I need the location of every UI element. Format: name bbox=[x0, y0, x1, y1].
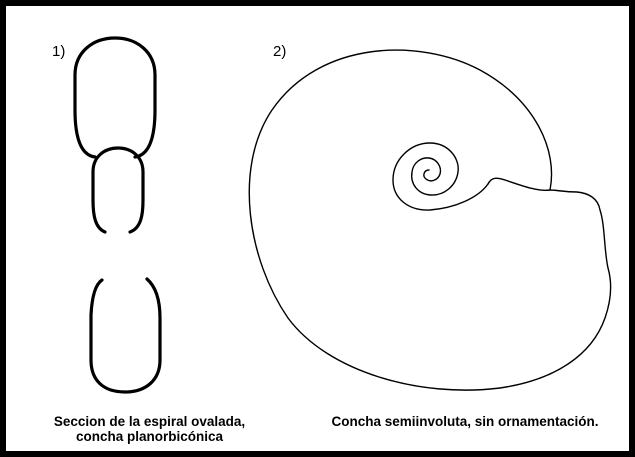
figure-1-caption: Seccion de la espiral ovalada, concha pl… bbox=[12, 414, 287, 444]
shell-drawings bbox=[73, 36, 612, 394]
aperture-line bbox=[487, 177, 551, 192]
figure-1-caption-line-2: concha planorbicónica bbox=[75, 429, 224, 444]
spiral-shell-drawing bbox=[248, 49, 612, 391]
figure-1-caption-line-1: Seccion de la espiral ovalada, bbox=[53, 414, 246, 429]
figure-2-caption: Concha semiinvoluta, sin ornamentación. bbox=[331, 414, 599, 429]
shell-outline bbox=[248, 49, 612, 391]
whorl-section-drawing bbox=[73, 36, 162, 394]
inner-whorl-spiral bbox=[392, 142, 489, 211]
figure-panel: 1) 2) Seccion de la espiral ovalada, bbox=[6, 6, 629, 451]
outer-whorl-section bbox=[73, 36, 157, 159]
lower-whorl-section bbox=[89, 277, 162, 394]
figure-1-number: 1) bbox=[52, 43, 66, 60]
figure-2-number: 2) bbox=[273, 43, 287, 60]
inner-whorl-section bbox=[91, 146, 145, 234]
